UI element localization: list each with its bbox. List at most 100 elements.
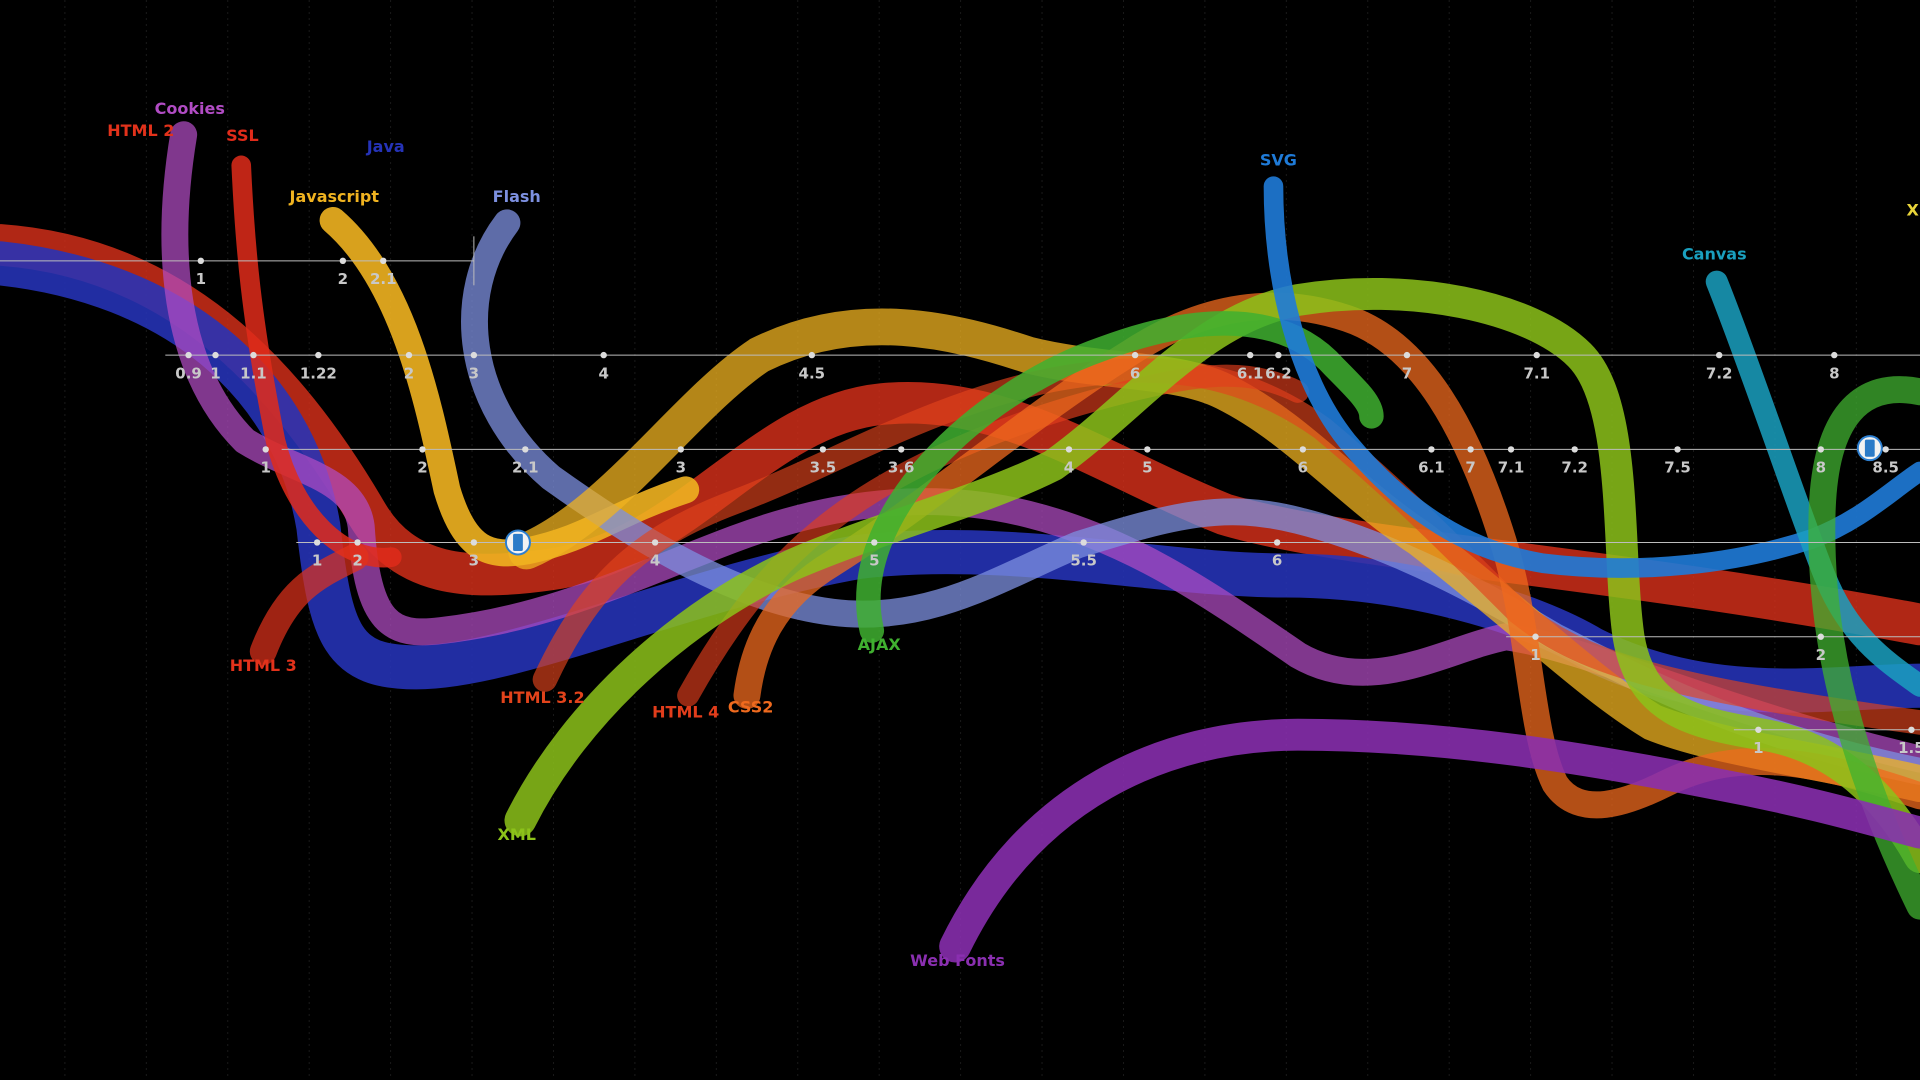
version-tick-label: 7.1 <box>1498 459 1525 477</box>
version-dot[interactable] <box>808 351 816 359</box>
javascript-label[interactable]: Javascript <box>289 187 380 206</box>
version-dot[interactable] <box>1882 446 1889 453</box>
java-label[interactable]: Java <box>366 137 405 156</box>
version-tick-label: 2 <box>417 459 427 477</box>
xml-ribbon[interactable] <box>504 277 1920 874</box>
version-dot[interactable] <box>1065 446 1073 453</box>
webfonts-ribbon[interactable] <box>939 718 1920 963</box>
webfonts-label[interactable]: Web Fonts <box>910 951 1005 970</box>
version-tick-label: 6.2 <box>1265 364 1292 382</box>
version-dot[interactable] <box>339 257 347 265</box>
version-dot[interactable] <box>1299 446 1307 453</box>
version-dot[interactable] <box>185 351 192 359</box>
version-dot[interactable] <box>419 446 426 453</box>
ajax-label[interactable]: AJAX <box>858 635 902 654</box>
version-dot[interactable] <box>1817 633 1825 640</box>
version-tick-label: 1 <box>260 459 270 477</box>
version-tick-label: 2 <box>404 364 414 382</box>
version-dot[interactable] <box>354 539 361 546</box>
version-dot[interactable] <box>1674 446 1681 453</box>
version-tick-label: 1 <box>312 552 322 570</box>
version-dot[interactable] <box>898 446 905 453</box>
version-tick-label: 3 <box>469 364 479 382</box>
flash-label[interactable]: Flash <box>493 187 541 206</box>
version-tick-label: 7 <box>1402 364 1412 382</box>
version-dot[interactable] <box>262 446 269 453</box>
version-dot[interactable] <box>871 539 878 546</box>
version-dot[interactable] <box>1247 351 1254 359</box>
version-dot[interactable] <box>313 539 321 546</box>
canvas-label[interactable]: Canvas <box>1682 245 1747 264</box>
xhr-label[interactable]: XH <box>1907 201 1920 220</box>
version-dot[interactable] <box>1275 351 1282 359</box>
ajax-ribbon[interactable] <box>1808 376 1920 920</box>
version-dot[interactable] <box>470 351 478 359</box>
version-tick-label: 6 <box>1272 552 1282 570</box>
version-dot[interactable] <box>1080 539 1087 546</box>
xml-label[interactable]: XML <box>498 825 536 844</box>
version-dot[interactable] <box>1755 726 1762 733</box>
ajax-ribbon[interactable] <box>856 311 1384 643</box>
html32-label[interactable]: HTML 3.2 <box>500 688 584 707</box>
version-tick-label: 4 <box>650 552 660 570</box>
version-dot[interactable] <box>1428 446 1435 453</box>
browser-icon[interactable] <box>1856 435 1883 462</box>
version-tick-label: 0.9 <box>175 364 202 382</box>
version-tick-label: 8.5 <box>1872 459 1899 477</box>
version-dot[interactable] <box>1131 351 1139 359</box>
version-dot[interactable] <box>1817 446 1825 453</box>
css2-label[interactable]: CSS2 <box>728 698 774 717</box>
version-tick-label: 7.2 <box>1706 364 1733 382</box>
svg-label[interactable]: SVG <box>1260 150 1297 169</box>
version-dot[interactable] <box>1273 539 1281 546</box>
html4-label[interactable]: HTML 4 <box>652 703 719 722</box>
version-dot[interactable] <box>470 539 478 546</box>
cookies-label[interactable]: Cookies <box>155 99 225 118</box>
version-dot[interactable] <box>600 351 607 359</box>
version-dot[interactable] <box>1467 446 1474 453</box>
version-dot[interactable] <box>1532 633 1539 640</box>
html3-label[interactable]: HTML 3 <box>230 656 297 675</box>
version-dot[interactable] <box>1533 351 1540 359</box>
version-tick-label: 5 <box>869 552 879 570</box>
version-dot[interactable] <box>677 446 685 453</box>
version-dot[interactable] <box>212 351 219 359</box>
ssl-ribbon[interactable] <box>231 155 402 568</box>
version-tick-label: 5 <box>1142 459 1152 477</box>
version-tick-label: 4 <box>598 364 608 382</box>
version-dot[interactable] <box>1831 351 1838 359</box>
version-dot[interactable] <box>1908 726 1915 733</box>
version-dot[interactable] <box>1144 446 1151 453</box>
version-dot[interactable] <box>522 446 529 453</box>
version-tick-label: 6 <box>1130 364 1140 382</box>
version-tick-label: 8 <box>1829 364 1839 382</box>
version-tick-label: 1 <box>1530 646 1540 664</box>
version-tick-label: 7.2 <box>1561 459 1588 477</box>
version-dot[interactable] <box>380 257 387 265</box>
version-dot[interactable] <box>1571 446 1578 453</box>
browser-icon[interactable] <box>504 529 531 556</box>
html3-ribbon[interactable] <box>249 543 369 665</box>
ssl-label[interactable]: SSL <box>226 126 259 145</box>
html2-label[interactable]: HTML 2 <box>107 121 174 140</box>
version-dot[interactable] <box>1507 446 1515 453</box>
version-tick-label: 6.1 <box>1418 459 1445 477</box>
version-tick-label: 2.1 <box>370 270 397 288</box>
version-dot[interactable] <box>1715 351 1723 359</box>
version-dot[interactable] <box>197 257 205 265</box>
version-tick-label: 5.5 <box>1070 552 1097 570</box>
version-dot[interactable] <box>819 446 827 453</box>
version-tick-label: 2 <box>338 270 348 288</box>
version-dot[interactable] <box>315 351 322 359</box>
version-dot[interactable] <box>405 351 413 359</box>
version-dot[interactable] <box>651 539 659 546</box>
version-dot[interactable] <box>1403 351 1411 359</box>
version-tick-label: 1.1 <box>240 364 267 382</box>
version-dot[interactable] <box>250 351 257 359</box>
version-tick-label: 8 <box>1816 459 1826 477</box>
version-tick-label: 6.1 <box>1237 364 1264 382</box>
version-tick-label: 4.5 <box>799 364 826 382</box>
